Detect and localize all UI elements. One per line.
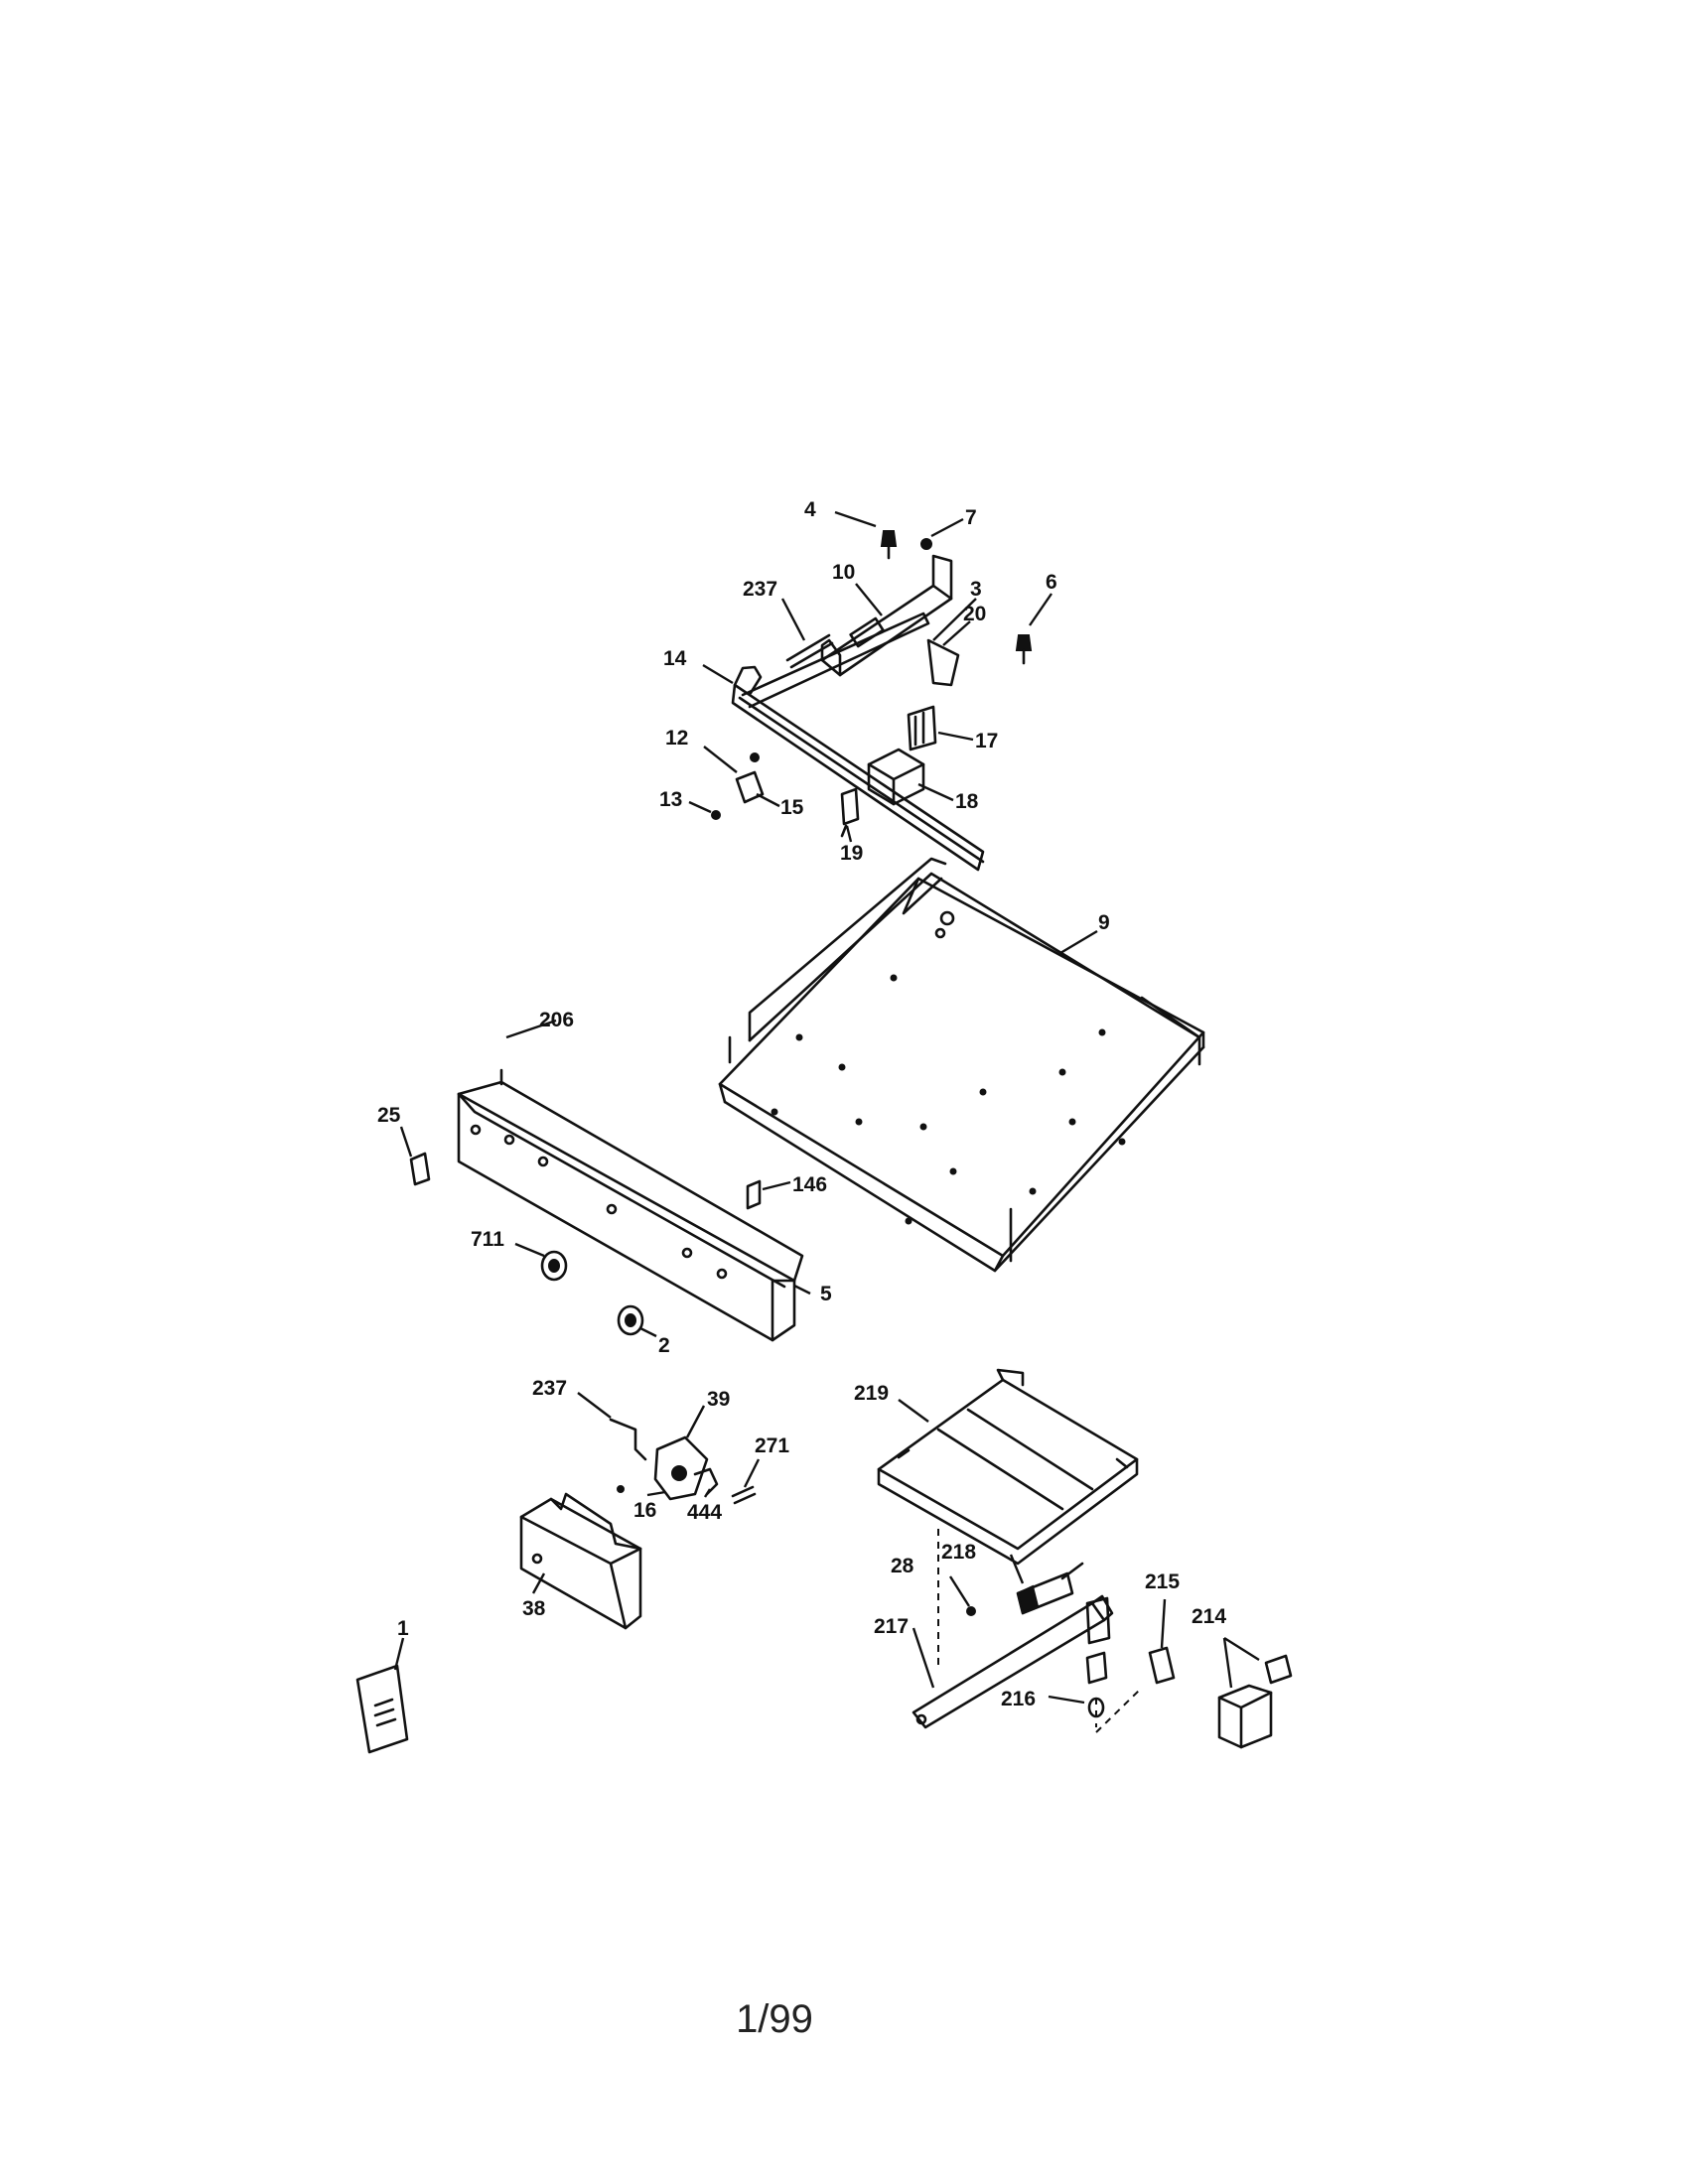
burner-box <box>718 857 1205 1273</box>
callout-219: 219 <box>854 1382 889 1405</box>
callout-16: 16 <box>633 1499 656 1522</box>
callout-20: 20 <box>963 603 986 625</box>
callout-25: 25 <box>377 1104 401 1127</box>
callout-13: 13 <box>659 788 682 811</box>
callout-6: 6 <box>1046 571 1057 594</box>
callout-444: 444 <box>687 1501 722 1524</box>
callout-5: 5 <box>820 1283 832 1305</box>
callout-146: 146 <box>792 1173 827 1196</box>
callout-18: 18 <box>955 790 979 813</box>
callout-711: 711 <box>471 1228 504 1251</box>
callout-9: 9 <box>1098 911 1110 934</box>
leader-lines <box>393 510 1260 1705</box>
callout-237-top: 237 <box>743 578 777 601</box>
callout-217: 217 <box>874 1615 909 1638</box>
callout-17: 17 <box>975 730 998 752</box>
valve-assembly <box>519 1418 757 1630</box>
callout-206: 206 <box>539 1009 574 1031</box>
manifold-panel <box>409 1068 804 1342</box>
callout-2: 2 <box>658 1334 670 1357</box>
callout-3: 3 <box>970 578 982 601</box>
callout-216: 216 <box>1001 1688 1036 1710</box>
callout-215: 215 <box>1145 1570 1180 1593</box>
callout-237-valve: 237 <box>532 1377 567 1400</box>
callout-38: 38 <box>522 1597 546 1620</box>
literature-packet <box>355 1664 409 1754</box>
callout-12: 12 <box>665 727 688 750</box>
page-number: 1/99 <box>736 1997 813 2041</box>
callout-28: 28 <box>891 1555 914 1577</box>
callout-7: 7 <box>965 506 977 529</box>
callout-1: 1 <box>397 1617 409 1640</box>
broil-assembly <box>877 1368 1293 1749</box>
callout-10: 10 <box>832 561 855 584</box>
callout-14: 14 <box>663 647 687 670</box>
callout-19: 19 <box>840 842 863 865</box>
callout-4: 4 <box>804 498 816 521</box>
manifold-assembly <box>711 530 1033 872</box>
callout-218: 218 <box>941 1541 976 1564</box>
callout-214: 214 <box>1192 1605 1226 1628</box>
callout-15: 15 <box>780 796 804 819</box>
callout-labels: 4 7 237 10 3 6 20 14 17 12 13 15 18 19 9… <box>377 498 1226 1710</box>
callout-271: 271 <box>755 1434 789 1457</box>
callout-39: 39 <box>707 1388 730 1411</box>
